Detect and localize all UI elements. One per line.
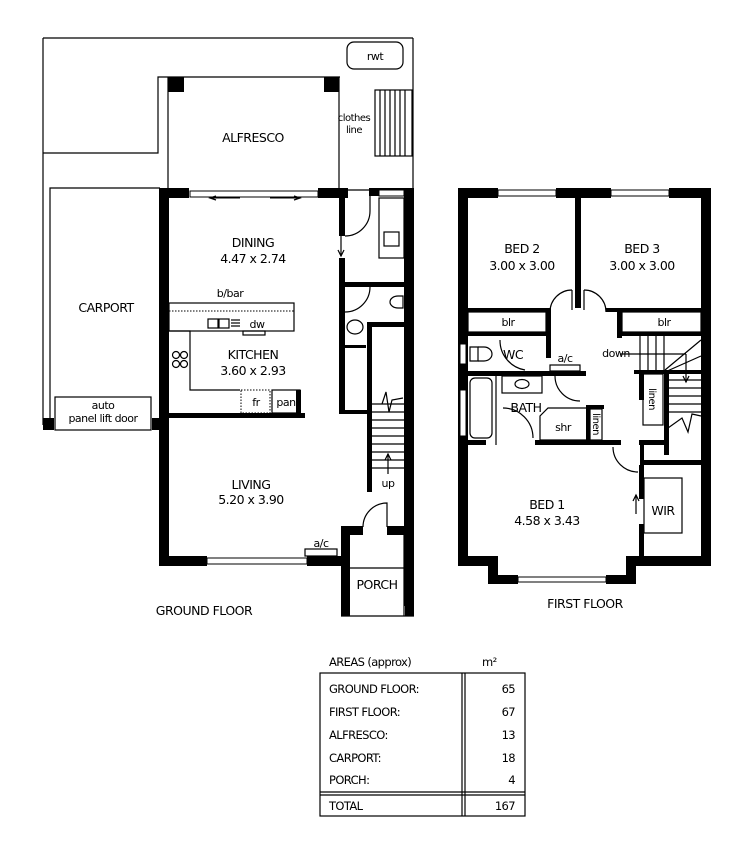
auto-door-label: auto [92,399,116,412]
room-carport: CARPORT [78,300,134,315]
room-bed1-dims: 4.58 x 3.43 [514,513,580,528]
ground-floor-title: GROUND FLOOR [156,603,253,618]
rainwater-tank [346,41,404,70]
room-bath: BATH [510,400,541,415]
clothes-line-icon [374,89,413,157]
area-label-first: FIRST FLOOR: [329,705,400,719]
ac-label-ground: a/c [314,537,329,550]
room-wc: WC [503,347,524,362]
linen-bath-label: linen [590,413,601,435]
area-label-carport: CARPORT: [329,751,381,765]
area-label-total: TOTAL [328,799,364,813]
room-dining: DINING [232,235,274,250]
room-kitchen-dims: 3.60 x 2.93 [220,363,286,378]
ac-label-first: a/c [558,352,573,365]
blr-left-label: blr [501,316,515,329]
room-kitchen: KITCHEN [228,347,279,362]
room-porch: PORCH [356,577,397,592]
area-value-alfresco: 13 [502,728,516,742]
room-wir: WIR [651,503,675,518]
blr-right-label: blr [657,316,671,329]
areas-table: AREAS (approx) m² GROUND FLOOR: 65 FIRST… [319,655,526,817]
area-label-ground: GROUND FLOOR: [329,682,419,696]
room-alfresco: ALFRESCO [222,130,284,145]
clothes-line-label-2: line [346,125,362,136]
room-bed3: BED 3 [624,241,660,256]
areas-table-unit: m² [482,655,497,669]
area-value-first: 67 [502,705,516,719]
fr-label: fr [252,396,260,409]
room-living: LIVING [232,477,271,492]
bbar-label: b/bar [217,287,244,300]
rwt-label: rwt [367,50,385,63]
first-floor-plan [458,188,711,584]
area-label-alfresco: ALFRESCO: [329,728,388,742]
room-dining-dims: 4.47 x 2.74 [220,251,286,266]
pan-label: pan [276,396,296,409]
areas-table-title: AREAS (approx) [329,655,411,669]
room-living-dims: 5.20 x 3.90 [218,492,284,507]
area-value-ground: 65 [502,682,516,696]
first-floor-title: FIRST FLOOR [547,596,623,611]
area-value-total: 167 [495,799,515,813]
dw-label: dw [250,318,265,331]
staircase-first [620,336,702,434]
linen-hall-label: linen [646,388,657,410]
shr-label: shr [555,421,572,434]
area-value-porch: 4 [508,773,515,787]
room-bed1: BED 1 [529,497,565,512]
auto-door-label-2: panel lift door [68,412,138,425]
up-label: up [382,477,395,490]
area-label-porch: PORCH: [329,773,369,787]
room-bed2-dims: 3.00 x 3.00 [489,258,555,273]
area-value-carport: 18 [502,751,516,765]
down-label: down [602,347,630,360]
ground-floor-plan [42,37,414,617]
clothes-line-label: clothes [338,113,371,124]
room-bed3-dims: 3.00 x 3.00 [609,258,675,273]
staircase-ground [372,391,404,474]
room-bed2: BED 2 [504,241,540,256]
